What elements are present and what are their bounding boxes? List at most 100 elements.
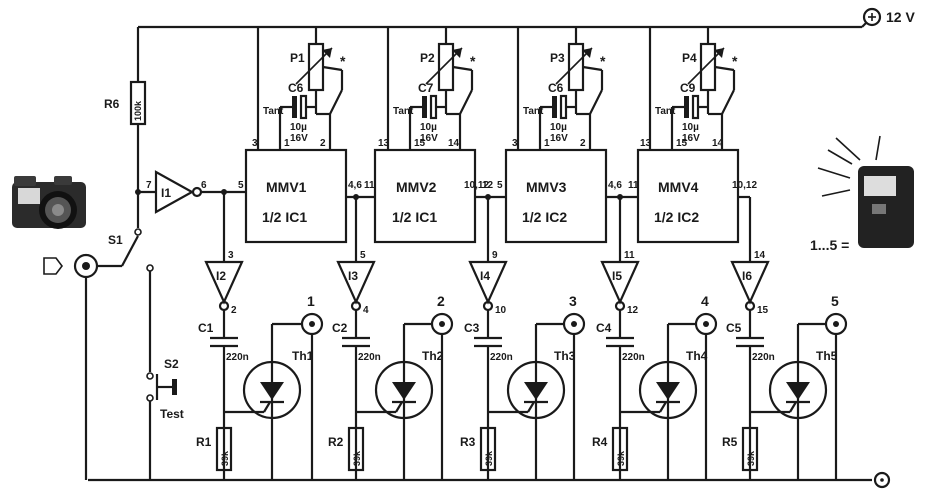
mmv4-label: MMV4 [658,179,699,195]
svg-text:13: 13 [378,138,390,149]
resistor-r6: 100k R6 [104,27,147,228]
s2-test-label: Test [160,407,184,421]
svg-text:I6: I6 [742,269,752,283]
mmv3-ic-label: 1/2 IC2 [522,209,567,225]
svg-text:1: 1 [307,293,315,309]
flash-unit-icon: 1...5 = [810,135,914,253]
svg-text:Tant: Tant [263,106,284,117]
stage-4: MMV4 1/2 IC2 13 15 14 11 10,12 P4 * C9 T… [628,27,757,244]
svg-text:16V: 16V [550,133,568,144]
cap-c7-label: C7 [418,81,434,95]
svg-text:5: 5 [831,293,839,309]
svg-text:R5: R5 [722,435,738,449]
svg-text:R1: R1 [196,435,212,449]
svg-text:Th2: Th2 [422,349,444,363]
mmv4-ic-label: 1/2 IC2 [654,209,699,225]
svg-text:39k: 39k [746,450,756,466]
svg-text:*: * [470,53,476,69]
svg-text:3: 3 [569,293,577,309]
svg-text:1: 1 [544,138,550,149]
output-stage-5: I6 14 15 C5 220n 39k R5 Th5 5 [722,197,848,480]
mmv1-label: MMV1 [266,179,307,195]
svg-text:14: 14 [712,138,724,149]
stage-3: MMV3 1/2 IC2 3 1 2 5 12 4,6 P3 * C6 Tant… [482,27,622,244]
mmv1-ic-label: 1/2 IC1 [262,209,307,225]
svg-text:4: 4 [363,305,369,316]
pot-p2-label: P2 [420,51,435,65]
r6-value: 100k [133,100,143,121]
output-stage-4: I5 11 12 C4 220n 39k R4 Th4 4 [592,194,718,480]
svg-text:220n: 220n [490,352,513,363]
svg-text:10µ: 10µ [420,122,437,133]
stage-1: MMV1 1/2 IC1 3 1 2 5 4,6 P1 * C6 Tant 10… [238,27,362,244]
svg-text:C4: C4 [596,321,612,335]
svg-text:39k: 39k [484,450,494,466]
svg-text:4: 4 [701,293,709,309]
svg-text:I4: I4 [480,269,490,283]
mmv2-label: MMV2 [396,179,437,195]
svg-text:220n: 220n [752,352,775,363]
trigger-input [43,253,122,480]
i1-label: I1 [161,186,171,200]
s1-label: S1 [108,233,123,247]
svg-text:C5: C5 [726,321,742,335]
svg-text:2: 2 [320,138,326,149]
svg-text:*: * [340,53,346,69]
svg-text:Th5: Th5 [816,349,838,363]
svg-text:220n: 220n [358,352,381,363]
cap-c6-label: C6 [288,81,304,95]
output-stage-3: I4 9 10 C3 220n 39k R3 Th3 3 [460,194,586,480]
flash-label: 1...5 = [810,237,849,253]
svg-text:R4: R4 [592,435,608,449]
svg-text:10µ: 10µ [290,122,307,133]
svg-text:2: 2 [231,305,237,316]
svg-text:3: 3 [252,138,258,149]
svg-text:14: 14 [754,250,766,261]
i1-pin-in: 7 [146,180,152,191]
svg-text:13: 13 [640,138,652,149]
svg-text:15: 15 [414,138,426,149]
svg-text:10,12: 10,12 [464,180,489,191]
svg-text:5: 5 [238,180,244,191]
svg-text:10µ: 10µ [682,122,699,133]
output-stage-2: I3 5 4 C2 220n 39k R2 Th2 2 [328,194,454,480]
supply-voltage-label: 12 V [886,9,915,25]
pot-p1-label: P1 [290,51,305,65]
svg-text:5: 5 [497,180,503,191]
camera-icon [12,176,86,229]
svg-text:Tant: Tant [655,106,676,117]
mmv2-ic-label: 1/2 IC1 [392,209,437,225]
supply-rail: 12 V [138,7,915,29]
svg-text:Tant: Tant [523,106,544,117]
svg-text:39k: 39k [220,450,230,466]
svg-text:3: 3 [512,138,518,149]
cap-c9-label: C9 [680,81,696,95]
svg-text:10: 10 [495,305,507,316]
svg-text:Tant: Tant [393,106,414,117]
svg-text:*: * [600,53,606,69]
svg-text:4,6: 4,6 [608,180,622,191]
svg-text:Th4: Th4 [686,349,708,363]
inverter-i1: I1 7 6 [138,170,246,214]
svg-text:4,6: 4,6 [348,180,362,191]
svg-text:Th3: Th3 [554,349,576,363]
svg-text:220n: 220n [226,352,249,363]
svg-text:15: 15 [757,305,769,316]
svg-text:C2: C2 [332,321,348,335]
svg-text:10µ: 10µ [550,122,567,133]
svg-text:Th1: Th1 [292,349,314,363]
svg-text:2: 2 [580,138,586,149]
svg-text:39k: 39k [352,450,362,466]
svg-text:5: 5 [360,250,366,261]
svg-text:I5: I5 [612,269,622,283]
svg-text:3: 3 [228,250,234,261]
switch-s1: S1 [108,189,154,372]
output-stage-1: I2 3 2 C1 220n 39k R1 Th1 1 [196,189,324,480]
svg-text:12: 12 [627,305,639,316]
svg-text:C1: C1 [198,321,214,335]
svg-text:15: 15 [676,138,688,149]
svg-text:16V: 16V [290,133,308,144]
svg-text:R2: R2 [328,435,344,449]
cap-c6b-label: C6 [548,81,564,95]
